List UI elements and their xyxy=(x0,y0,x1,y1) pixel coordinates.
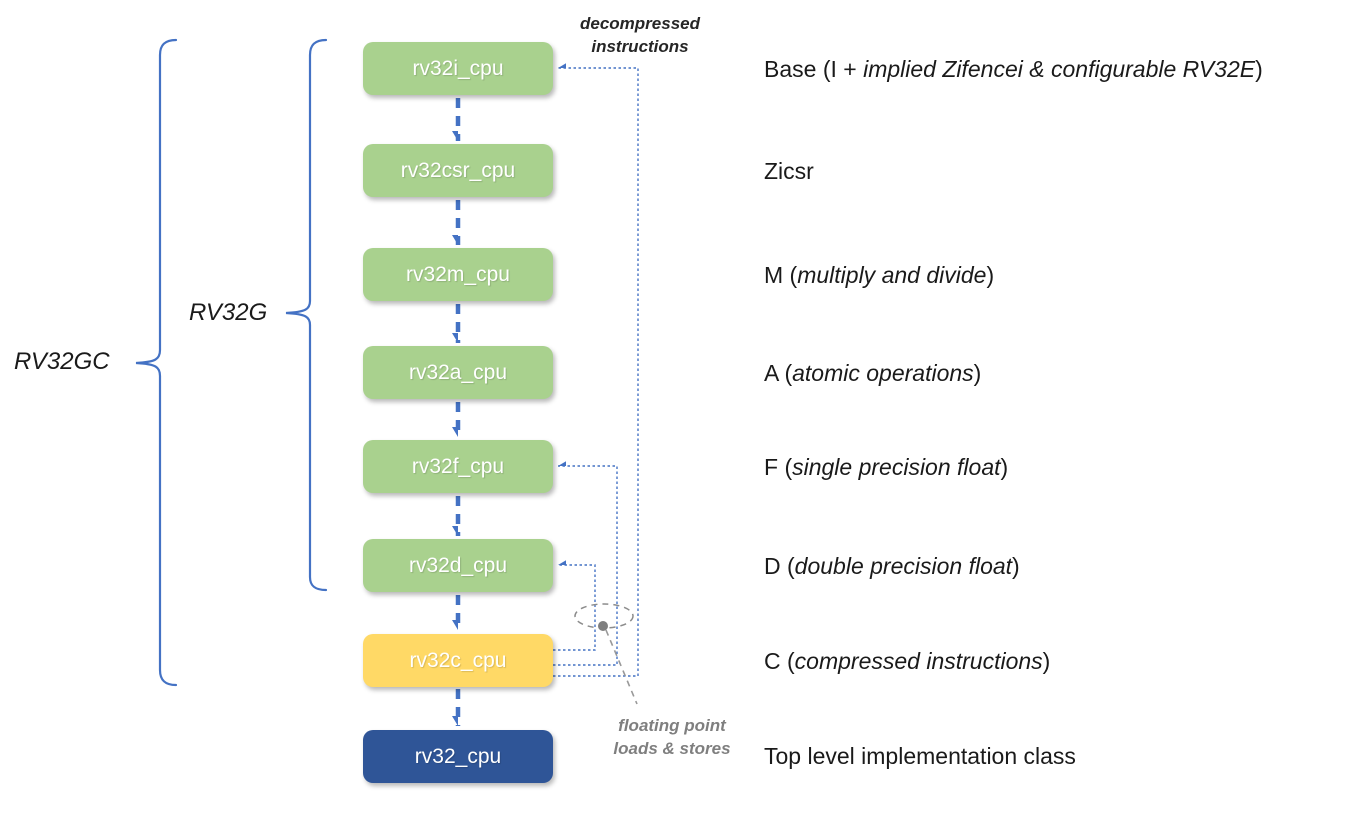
extension-label-d: D (double precision float) xyxy=(764,553,1020,579)
class-box-rv32a: rv32a_cpu xyxy=(363,346,553,399)
extension-label-f: F (single precision float) xyxy=(764,454,1009,480)
connector-rv32c-to-rv32f xyxy=(553,466,618,666)
class-box-label: rv32d_cpu xyxy=(408,553,508,577)
brace-label-rv32gc: RV32GC xyxy=(14,348,110,375)
class-box-rv32f: rv32f_cpu xyxy=(363,440,553,493)
annotation-floating-point-loads-stores: floating point loads & stores xyxy=(613,716,731,758)
class-box-rv32csr: rv32csr_cpu xyxy=(363,144,553,197)
extension-label-top-level: Top level implementation class xyxy=(764,743,1076,769)
annotation-decompressed-instructions: decompressed instructions xyxy=(580,14,700,56)
class-box-rv32c: rv32c_cpu xyxy=(363,634,553,687)
extension-label-c: C (compressed instructions) xyxy=(764,648,1051,674)
annotation-leader-line xyxy=(605,629,638,705)
connector-rv32c-to-rv32i-decompressed xyxy=(553,68,639,677)
extension-label-m: M (multiply and divide) xyxy=(764,262,995,288)
brace-rv32gc xyxy=(135,38,178,687)
class-box-label: rv32_cpu xyxy=(414,744,502,768)
class-box-label: rv32f_cpu xyxy=(411,454,505,478)
class-box-rv32d: rv32d_cpu xyxy=(363,539,553,592)
class-box-label: rv32i_cpu xyxy=(412,56,504,80)
extension-label-a: A (atomic operations) xyxy=(764,360,982,386)
class-box-rv32: rv32_cpu xyxy=(363,730,553,783)
extension-label-zicsr: Zicsr xyxy=(764,158,814,184)
class-box-label: rv32csr_cpu xyxy=(400,158,516,182)
extension-label-base: Base (I + implied Zifencei & configurabl… xyxy=(764,56,1263,82)
class-box-label: rv32m_cpu xyxy=(406,262,510,286)
class-box-rv32i: rv32i_cpu xyxy=(363,42,553,95)
class-box-label: rv32c_cpu xyxy=(409,648,507,672)
connector-rv32c-to-rv32d xyxy=(553,565,596,651)
junction-dot xyxy=(598,621,608,631)
class-box-label: rv32a_cpu xyxy=(408,360,508,384)
class-box-rv32m: rv32m_cpu xyxy=(363,248,553,301)
brace-label-rv32g: RV32G xyxy=(189,299,268,326)
brace-rv32g xyxy=(285,38,328,592)
